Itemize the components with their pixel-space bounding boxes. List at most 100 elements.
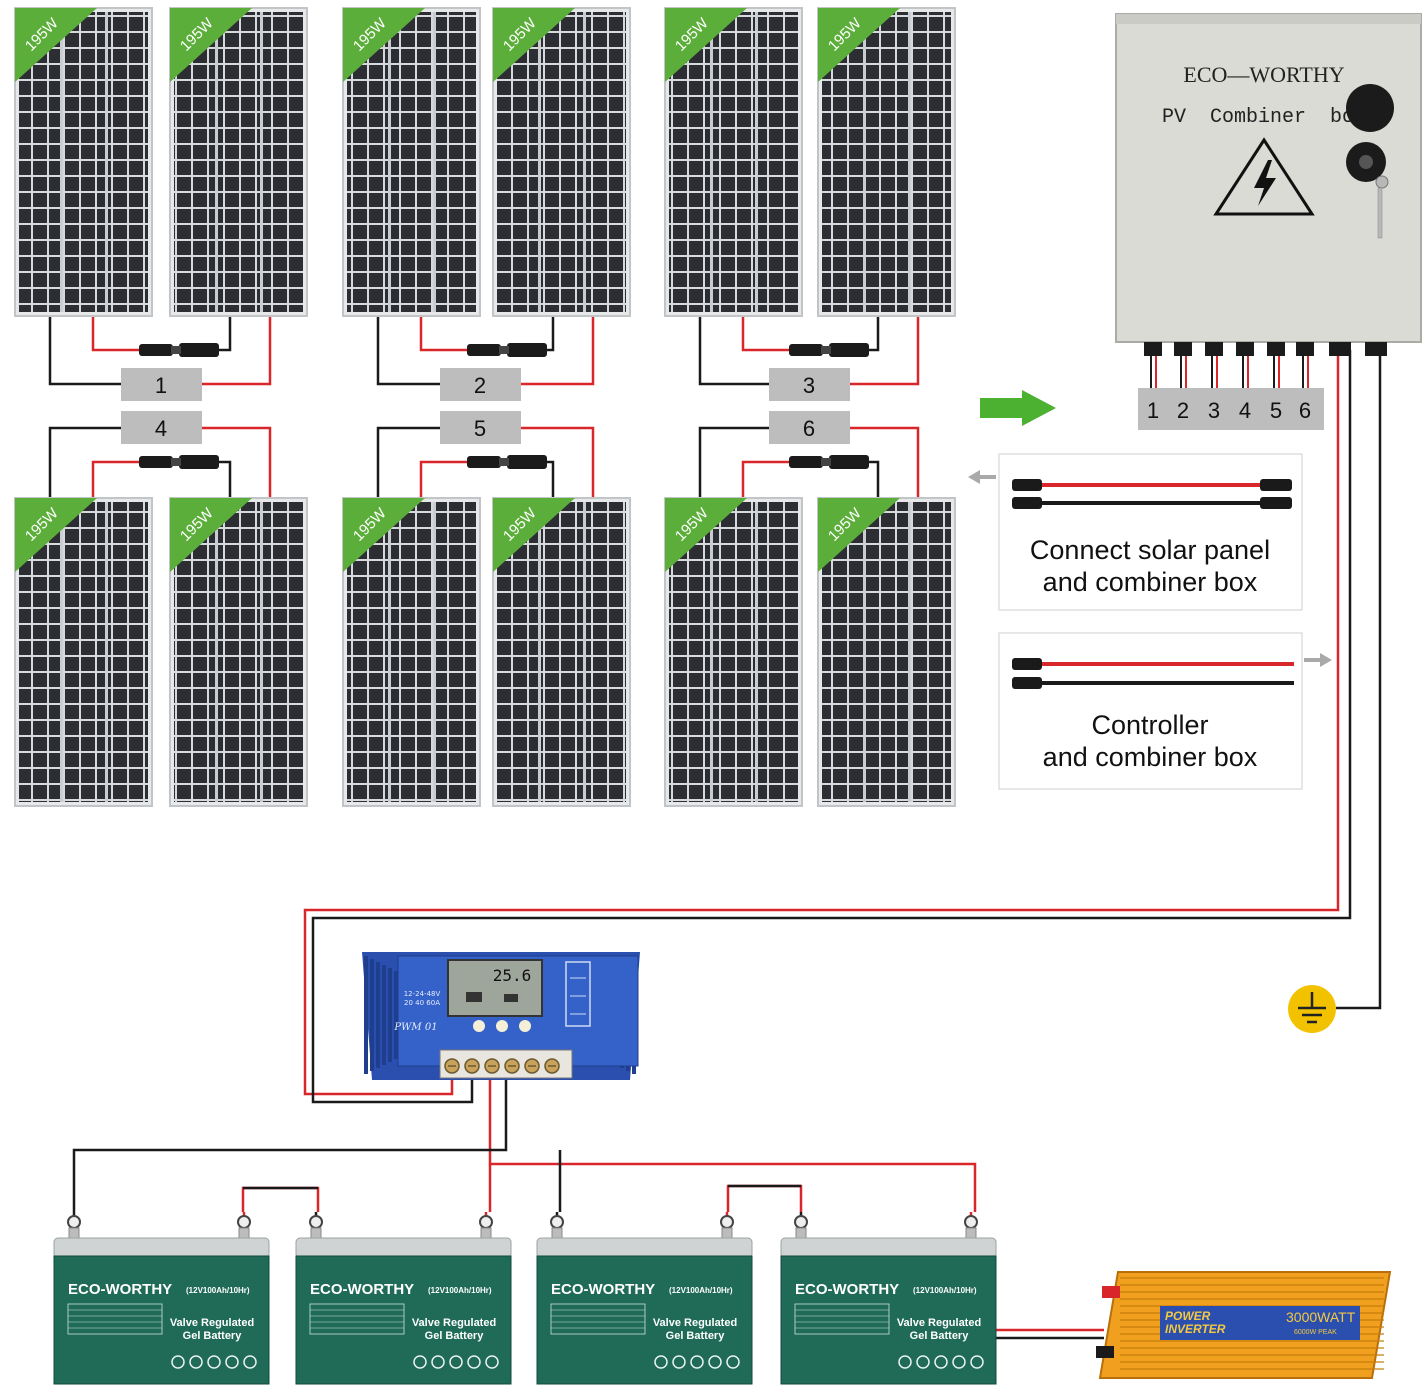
string-number: 5	[474, 416, 486, 441]
ground-icon	[1288, 985, 1336, 1033]
controller-voltage-label: 12-24-48V	[404, 990, 441, 998]
cable-gland	[1296, 342, 1314, 356]
inverter-label-line2: INVERTER	[1165, 1322, 1226, 1336]
legend-panel-to-combiner	[998, 453, 1303, 611]
battery-negative-bus	[72, 1070, 508, 1212]
certification-mark-icon	[225, 1355, 239, 1369]
string-number: 6	[803, 416, 815, 441]
battery-spec: (12V100Ah/10Hr)	[428, 1286, 492, 1295]
solar-panel: 195W	[664, 497, 803, 807]
solar-panel: 195W	[817, 497, 956, 807]
solar-panel: 195W	[664, 7, 803, 317]
panel-wattage-tag: 195W	[493, 8, 575, 82]
solar-panel: 195W	[14, 497, 153, 807]
charge-controller: 25.6 12-24-48V 20 40 60A PWM 01	[362, 952, 640, 1080]
string-number: 2	[474, 373, 486, 398]
string-label: 2	[440, 368, 521, 401]
cable-gland	[1236, 342, 1254, 356]
mc4-connector-icon	[139, 455, 219, 469]
certification-mark-icon	[654, 1355, 668, 1369]
battery-terminal	[237, 1212, 251, 1239]
wire	[849, 426, 920, 498]
inverter-label-panel	[1160, 1306, 1360, 1340]
solar-panel: 195W	[342, 7, 481, 317]
certification-mark-icon	[708, 1355, 722, 1369]
solar-panel: 195W	[817, 7, 956, 317]
wiring-layer	[48, 316, 1382, 1340]
gel-battery: ECO-WORTHY(12V100Ah/10Hr)Valve Regulated…	[780, 1212, 997, 1385]
output-gland	[1329, 342, 1351, 356]
string-label: 1	[121, 368, 202, 401]
battery-type-line2: Gel Battery	[425, 1330, 485, 1342]
pv-negative-wire	[311, 350, 1352, 1104]
controller-button-1	[473, 1020, 485, 1032]
inverter-rating: 3000WATT	[1286, 1309, 1356, 1325]
wire	[520, 316, 595, 386]
gel-battery: ECO-WORTHY(12V100Ah/10Hr)Valve Regulated…	[536, 1212, 753, 1385]
controller-current-label: 20 40 60A	[404, 999, 440, 1007]
circuit-diagram-icon	[565, 961, 591, 1027]
battery-type-line2: Gel Battery	[183, 1330, 243, 1342]
battery-type-line1: Valve Regulated	[897, 1317, 981, 1329]
solar-panel: 195W	[169, 497, 308, 807]
certification-mark-icon	[171, 1355, 185, 1369]
certification-mark-icon	[431, 1355, 445, 1369]
wire	[849, 316, 920, 386]
gel-battery: ECO-WORTHY(12V100Ah/10Hr)Valve Regulated…	[53, 1212, 270, 1385]
string-label: 6	[769, 411, 850, 444]
pv-positive-wire	[303, 350, 1340, 1096]
battery-spec: (12V100Ah/10Hr)	[913, 1286, 977, 1295]
mc4-connector-icon	[1012, 479, 1292, 509]
cable-gland	[1144, 342, 1162, 356]
certification-mark-icon	[207, 1355, 221, 1369]
certification-mark-icon	[243, 1355, 257, 1369]
combiner-input-number: 2	[1177, 398, 1189, 423]
controller-button-3	[519, 1020, 531, 1032]
wire	[48, 426, 121, 498]
solar-panel: 195W	[492, 497, 631, 807]
cable-gland	[1267, 342, 1285, 356]
controller-lcd	[447, 959, 543, 1017]
panel-wattage-tag: 195W	[665, 498, 747, 572]
inverter-negative-terminal	[1096, 1346, 1114, 1358]
battery-spec: (12V100Ah/10Hr)	[186, 1286, 250, 1295]
mc4-connector-icon	[1012, 658, 1294, 689]
certification-mark-icon	[413, 1355, 427, 1369]
inverter-peak: 6000W PEAK	[1294, 1329, 1337, 1336]
combiner-input-label-strip	[1138, 388, 1324, 430]
solar-panel: 195W	[492, 7, 631, 317]
inverter-positive-terminal	[1102, 1286, 1120, 1298]
legend-2-line-2: and combiner box	[1043, 742, 1258, 772]
cable-gland	[1205, 342, 1223, 356]
battery-spec: (12V100Ah/10Hr)	[669, 1286, 733, 1295]
controller-display-value: 25.6	[493, 966, 532, 985]
battery-brand: ECO-WORTHY	[68, 1281, 172, 1298]
mc4-connector-icon	[467, 343, 547, 357]
mc4-connector-icon	[139, 343, 219, 357]
panel-wattage-tag: 195W	[818, 8, 900, 82]
certification-mark-icon	[934, 1355, 948, 1369]
battery-terminal	[479, 1212, 493, 1239]
high-voltage-warning-icon	[1213, 137, 1315, 216]
battery-type-line1: Valve Regulated	[412, 1317, 496, 1329]
power-inverter: POWER INVERTER 3000WATT 6000W PEAK	[1096, 1271, 1392, 1379]
green-arrow-icon	[980, 390, 1056, 426]
combiner-input-number: 5	[1270, 398, 1282, 423]
combiner-input-glands	[1144, 342, 1387, 388]
string-label: 5	[440, 411, 521, 444]
battery-positive-bus	[488, 1070, 977, 1212]
lock-cover	[1346, 84, 1394, 182]
string-number: 1	[155, 373, 167, 398]
string-label: 3	[769, 368, 850, 401]
wire	[376, 426, 440, 498]
wire	[741, 316, 807, 352]
battery-bank: ECO-WORTHY (12V100Ah/10Hr) Valve Regulated…	[53, 1212, 997, 1385]
certification-mark-icon	[898, 1355, 912, 1369]
panel-wattage-tag: 195W	[170, 498, 252, 572]
certification-mark-icon	[467, 1355, 481, 1369]
gel-battery: ECO-WORTHY(12V100Ah/10Hr)Valve Regulated…	[295, 1212, 512, 1385]
